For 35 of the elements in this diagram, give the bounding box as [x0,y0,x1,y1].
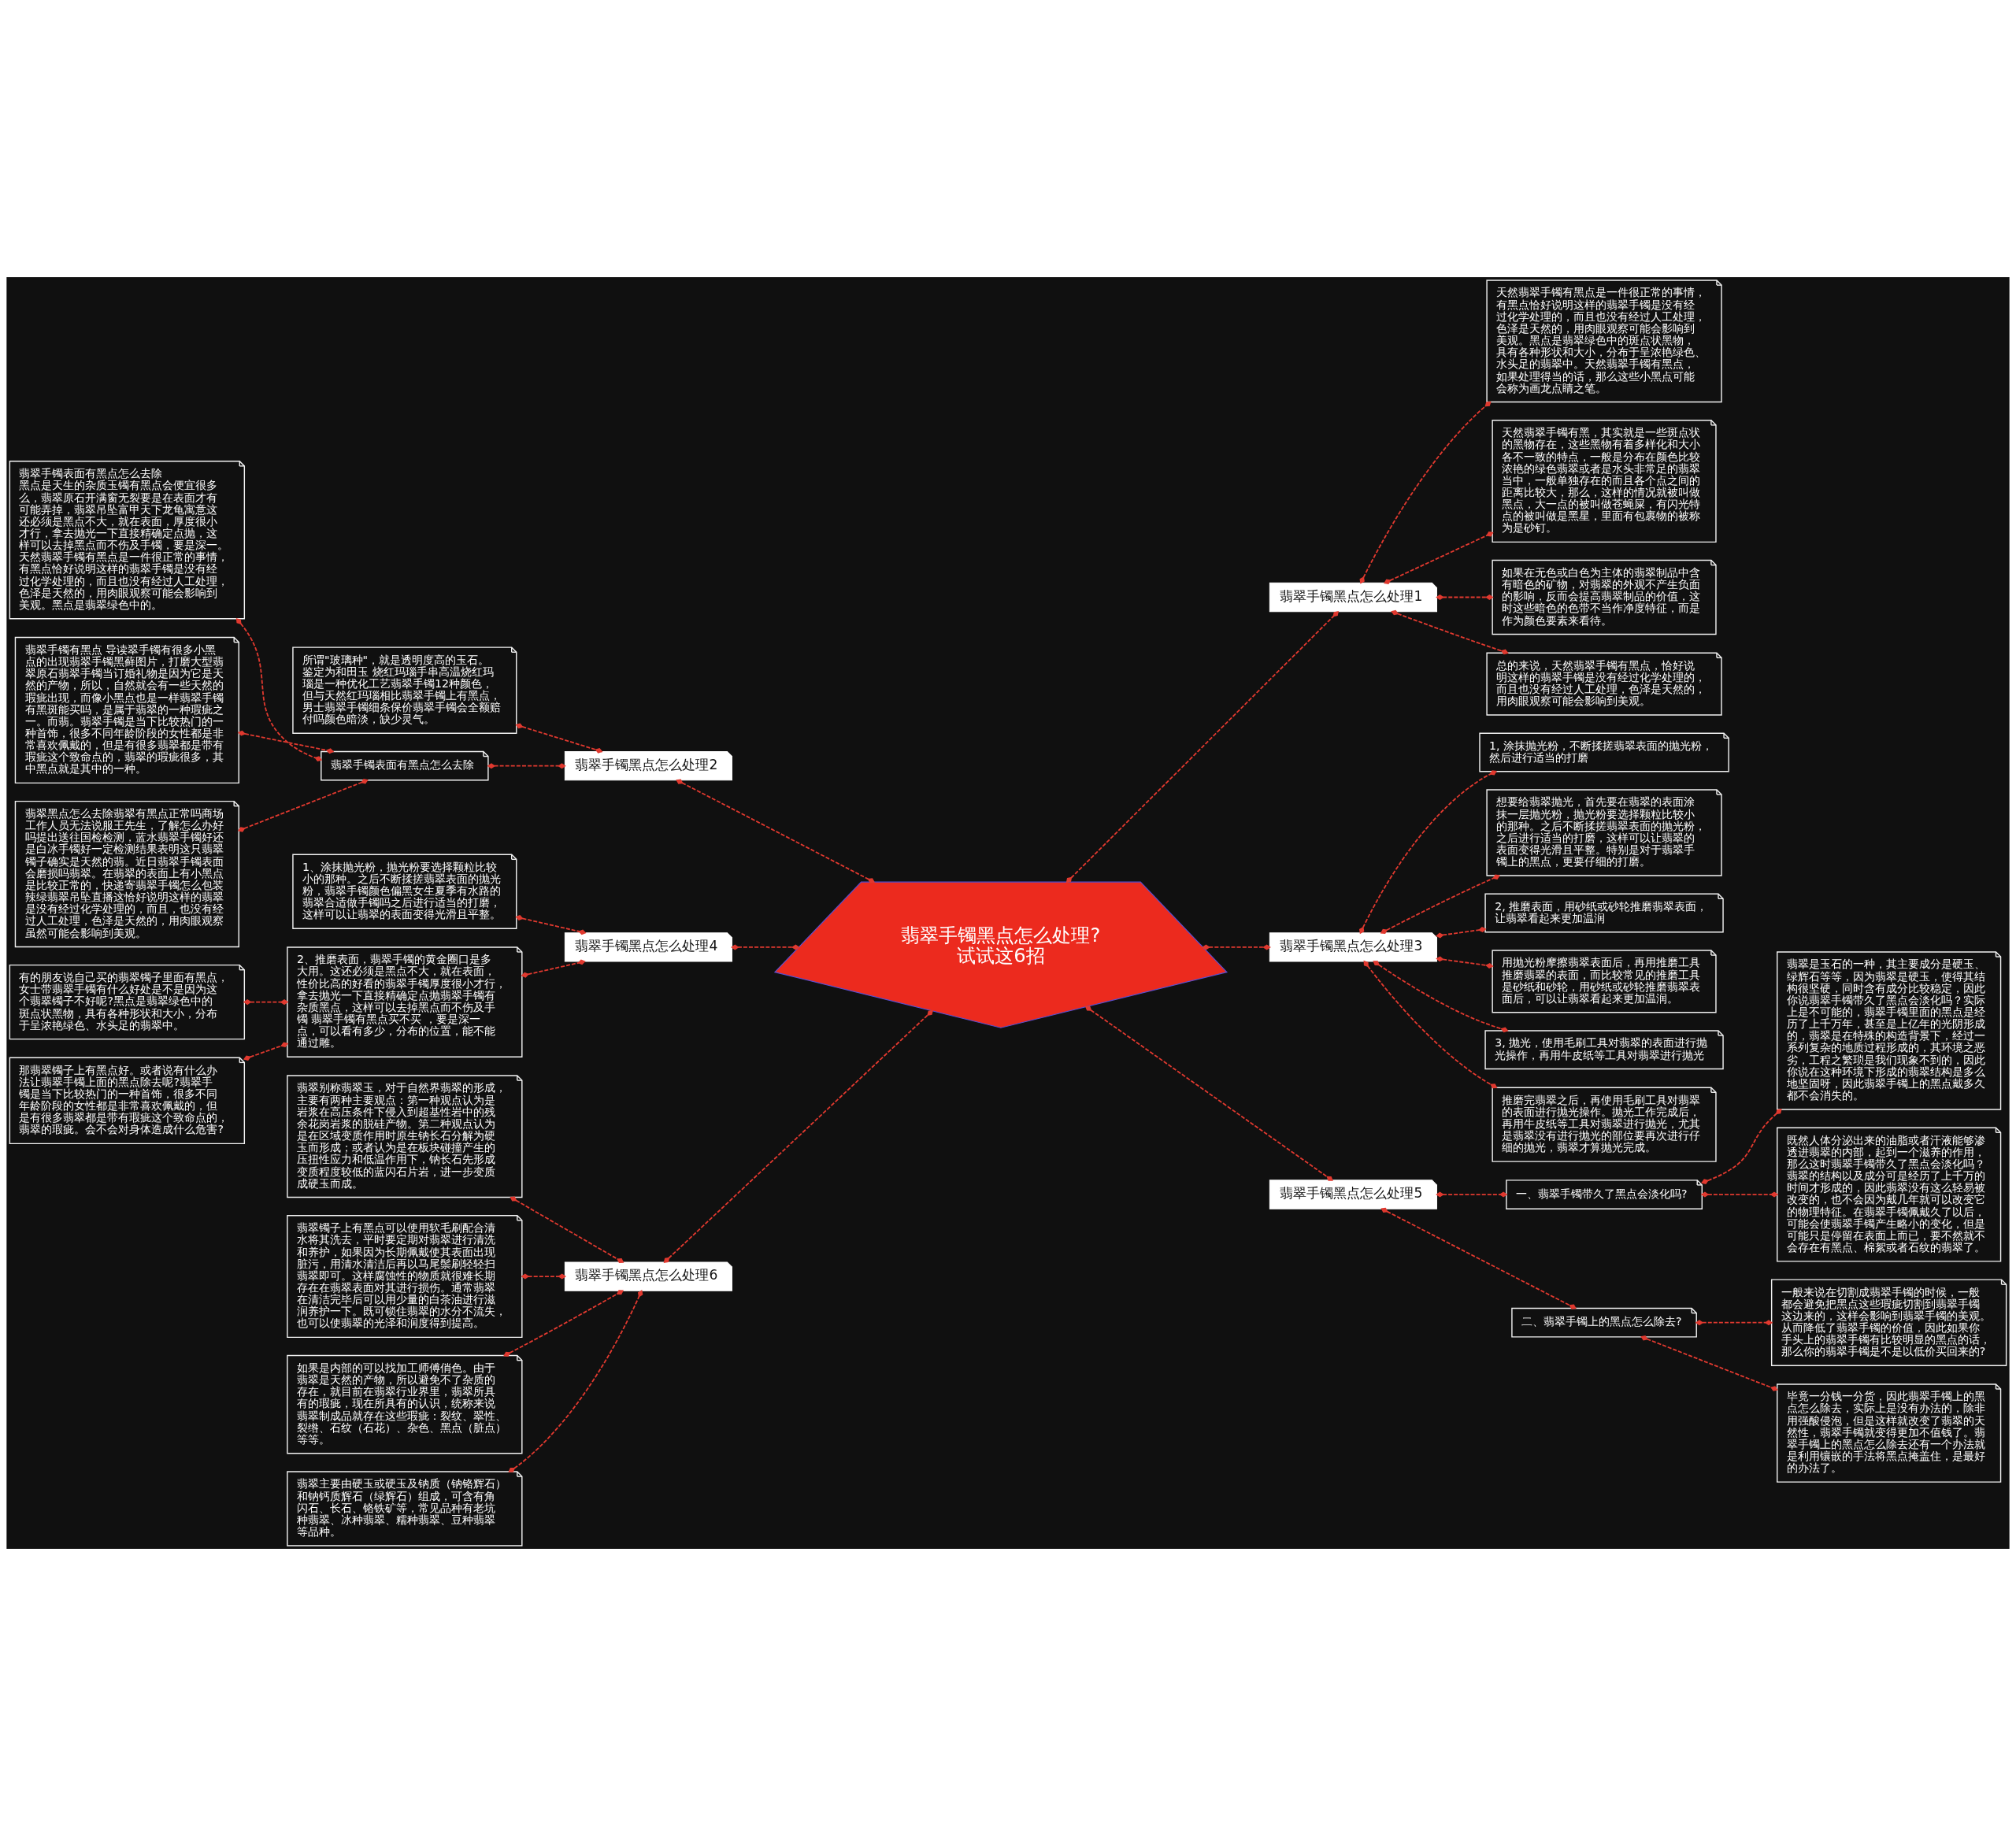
connector [1202,944,1271,950]
connector [1695,1320,1773,1326]
connector [1380,874,1500,935]
connector [515,915,587,935]
connector [1436,1191,1508,1198]
connector [1436,956,1494,969]
connector [1384,532,1494,584]
connector [243,999,289,1006]
connector [1084,1006,1333,1181]
connector [508,1290,643,1472]
connector [676,779,875,883]
connector [1358,770,1497,935]
connector [1700,1191,1779,1198]
connector [1436,927,1487,939]
connector [515,723,603,754]
connector [243,1042,289,1061]
connector [503,1290,624,1357]
connector [487,763,566,769]
connector [731,944,800,950]
connector [1065,610,1339,883]
connector [237,778,369,832]
connector [1701,1109,1782,1184]
connector [235,617,323,762]
connector [1373,961,1509,1033]
connector [1380,1207,1577,1309]
connector [1359,401,1492,584]
connector [1363,960,1498,1089]
connector [1640,1335,1778,1391]
connector [1391,609,1509,655]
connector [663,1009,933,1263]
connector [521,959,586,978]
connector [510,1196,624,1264]
connector [1436,594,1494,601]
connector [237,730,335,754]
connector [521,1273,566,1280]
